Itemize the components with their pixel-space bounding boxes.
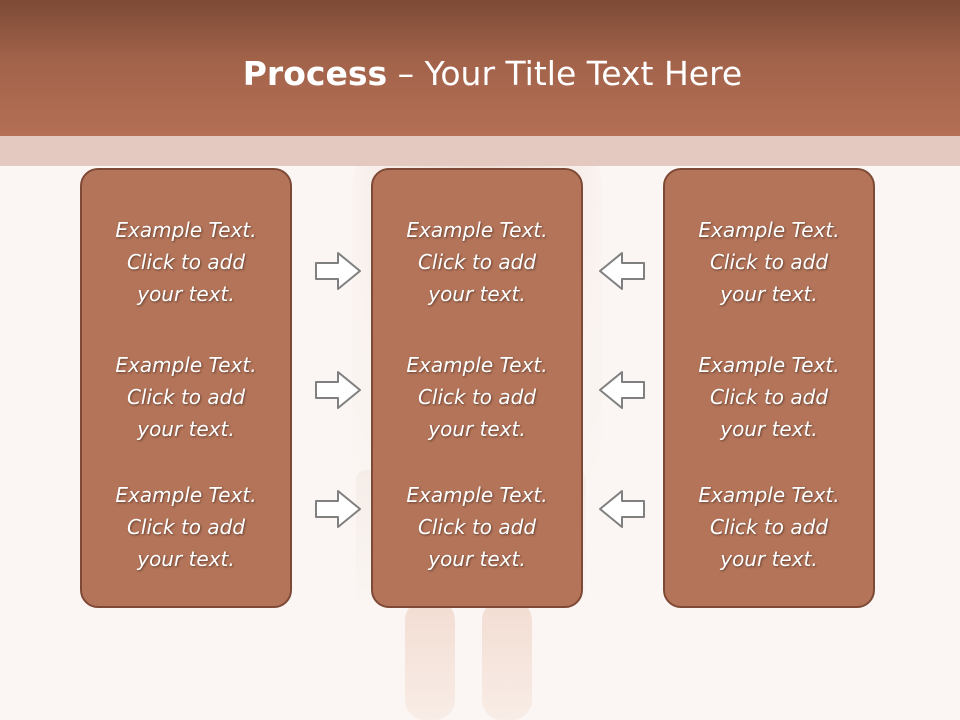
slide-title-rest: – Your Title Text Here — [387, 54, 743, 93]
text-line: Click to add — [417, 515, 537, 539]
text-line: Example Text. — [698, 483, 840, 507]
text-line: your text. — [137, 282, 235, 306]
text-block[interactable]: Example Text. Click to add your text. — [665, 479, 873, 575]
arrow-right-icon — [315, 371, 361, 409]
text-line: Click to add — [709, 250, 829, 274]
text-block[interactable]: Example Text. Click to add your text. — [82, 214, 290, 310]
text-block[interactable]: Example Text. Click to add your text. — [665, 214, 873, 310]
background-figure-leg — [405, 600, 455, 720]
text-block[interactable]: Example Text. Click to add your text. — [82, 349, 290, 445]
text-line: your text. — [720, 417, 818, 441]
text-line: your text. — [428, 282, 526, 306]
process-box-left[interactable]: Example Text. Click to add your text. Ex… — [80, 168, 292, 608]
process-box-center[interactable]: Example Text. Click to add your text. Ex… — [371, 168, 583, 608]
text-line: your text. — [720, 547, 818, 571]
header-accent-band — [0, 136, 960, 166]
text-line: your text. — [428, 417, 526, 441]
text-line: Example Text. — [406, 353, 548, 377]
text-line: Example Text. — [406, 483, 548, 507]
text-line: Click to add — [126, 385, 246, 409]
text-line: your text. — [720, 282, 818, 306]
text-block[interactable]: Example Text. Click to add your text. — [82, 479, 290, 575]
text-line: Example Text. — [115, 218, 257, 242]
arrow-left-icon — [599, 490, 645, 528]
arrow-right-icon — [315, 490, 361, 528]
slide-title[interactable]: Process – Your Title Text Here — [0, 52, 960, 96]
text-line: Click to add — [126, 515, 246, 539]
text-line: your text. — [137, 417, 235, 441]
text-line: Click to add — [417, 250, 537, 274]
title-header-bar — [0, 0, 960, 136]
text-line: Click to add — [417, 385, 537, 409]
text-line: your text. — [137, 547, 235, 571]
text-line: Example Text. — [406, 218, 548, 242]
text-block[interactable]: Example Text. Click to add your text. — [373, 349, 581, 445]
text-block[interactable]: Example Text. Click to add your text. — [373, 214, 581, 310]
background-figure-leg — [482, 600, 532, 720]
process-box-right[interactable]: Example Text. Click to add your text. Ex… — [663, 168, 875, 608]
text-line: Click to add — [709, 385, 829, 409]
text-line: Click to add — [709, 515, 829, 539]
text-line: Example Text. — [115, 483, 257, 507]
text-line: your text. — [428, 547, 526, 571]
text-line: Click to add — [126, 250, 246, 274]
text-block[interactable]: Example Text. Click to add your text. — [665, 349, 873, 445]
text-block[interactable]: Example Text. Click to add your text. — [373, 479, 581, 575]
text-line: Example Text. — [698, 218, 840, 242]
arrow-left-icon — [599, 252, 645, 290]
slide-title-strong: Process — [242, 54, 388, 93]
text-line: Example Text. — [698, 353, 840, 377]
arrow-left-icon — [599, 371, 645, 409]
text-line: Example Text. — [115, 353, 257, 377]
arrow-right-icon — [315, 252, 361, 290]
